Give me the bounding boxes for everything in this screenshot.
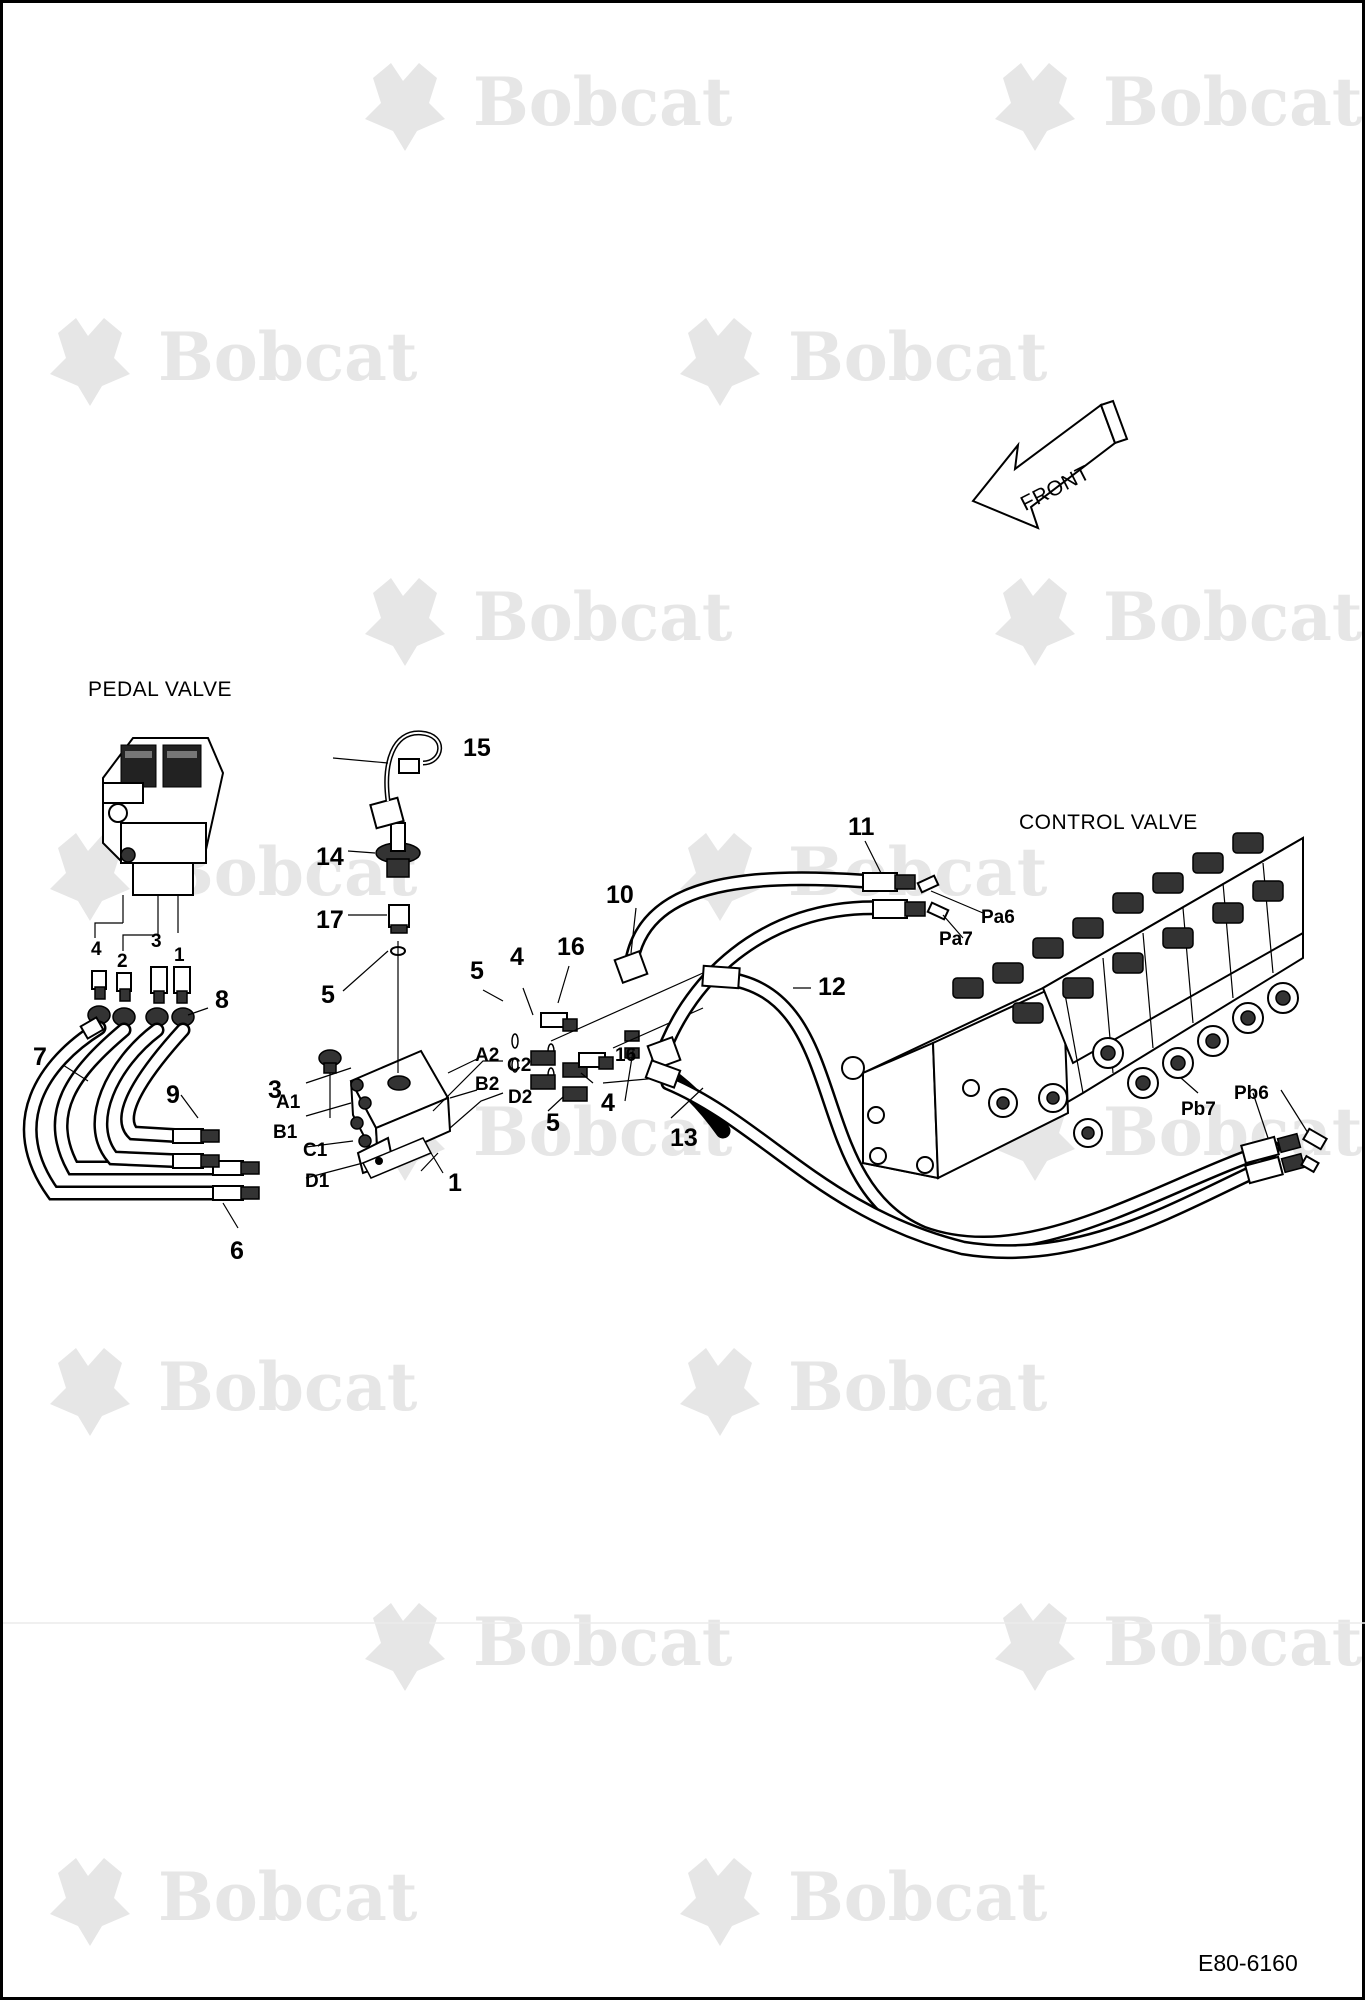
watermark-text: Bobcat [1103, 578, 1363, 656]
shuttle-valve-block [349, 1049, 452, 1179]
label-part-5-b: 5 [470, 957, 484, 985]
bobcat-logo-icon [995, 1603, 1075, 1691]
label-part-1: 1 [448, 1169, 462, 1197]
bobcat-logo-icon [50, 833, 130, 921]
label-part-16-mid: 16 [615, 1045, 636, 1066]
label-part-14: 14 [316, 843, 344, 871]
label-part-12: 12 [818, 973, 846, 1001]
pedal-port-fittings [87, 966, 195, 1027]
label-port-pa6: Pa6 [981, 907, 1015, 928]
bobcat-logo-icon [365, 63, 445, 151]
watermark-row-8b: Bobcat [680, 1858, 1048, 1946]
label-part-4-top: 4 [510, 943, 524, 971]
label-pedal-port-2: 2 [117, 951, 128, 972]
label-part-17: 17 [316, 906, 344, 934]
label-part-8: 8 [215, 986, 229, 1014]
bobcat-logo-icon [995, 63, 1075, 151]
watermark-row-1b: Bobcat [995, 63, 1363, 151]
watermark-row-3: Bobcat [365, 578, 733, 666]
pressure-switch-stack [369, 730, 443, 1073]
front-arrow-icon: FRONT [971, 399, 1129, 530]
port-labels: A1 B1 C1 D1 A2 B2 C2 D2 Pa6 Pa7 Pb6 Pb7 [273, 907, 1269, 1192]
label-port-pa7: Pa7 [939, 929, 973, 950]
label-part-10: 10 [606, 881, 634, 909]
watermark-row-2b: Bobcat [680, 318, 1048, 406]
watermark-text: Bobcat [1103, 63, 1363, 141]
watermark-text: Bobcat [158, 318, 418, 396]
pedal-hose-group [22, 1016, 260, 1201]
watermark-row-7b: Bobcat [995, 1603, 1363, 1691]
watermark-row-7: Bobcat [365, 1603, 733, 1691]
label-pedal-port-1: 1 [174, 945, 185, 966]
label-port-a2: A2 [475, 1045, 499, 1066]
label-part-15: 15 [463, 734, 491, 762]
label-part-11: 11 [848, 813, 875, 841]
control-valve-assembly [841, 832, 1304, 1180]
watermark-text: Bobcat [473, 578, 733, 656]
bobcat-logo-icon [995, 578, 1075, 666]
label-port-b1: B1 [273, 1122, 298, 1143]
long-hose-group [613, 871, 1329, 1260]
watermark-text: Bobcat [158, 1858, 418, 1936]
label-part-5-a: 5 [321, 981, 335, 1009]
bobcat-logo-icon [50, 318, 130, 406]
bobcat-logo-icon [680, 1348, 760, 1436]
label-port-d2: D2 [508, 1087, 532, 1108]
control-valve-top-ports [952, 832, 1284, 1024]
pedal-valve-caption: PEDAL VALVE [88, 678, 232, 701]
watermark-row-1: Bobcat [365, 63, 733, 151]
watermark-row-6: Bobcat [50, 1348, 418, 1436]
control-valve-spools [841, 982, 1299, 1174]
label-part-4-low: 4 [601, 1089, 615, 1117]
label-part-7: 7 [33, 1043, 47, 1071]
exploded-parts-diagram: Bobcat Bobcat Bobcat Bobcat Bobcat Bobca… [3, 63, 1365, 1976]
block-output-fittings [511, 972, 704, 1102]
watermark-row-6b: Bobcat [680, 1348, 1048, 1436]
label-pedal-port-3: 3 [151, 931, 162, 952]
label-part-9: 9 [166, 1081, 180, 1109]
bobcat-logo-icon [50, 1858, 130, 1946]
bobcat-logo-icon [365, 1603, 445, 1691]
label-port-d1: D1 [305, 1171, 330, 1192]
bobcat-logo-icon [680, 318, 760, 406]
watermark-text: Bobcat [788, 1348, 1048, 1426]
label-port-b2: B2 [475, 1074, 499, 1095]
label-part-13: 13 [670, 1124, 698, 1152]
watermark-text: Bobcat [788, 1858, 1048, 1936]
label-part-5-c: 5 [546, 1109, 560, 1137]
watermark-text: Bobcat [788, 318, 1048, 396]
watermark-text: Bobcat [473, 63, 733, 141]
watermark-row-3b: Bobcat [995, 578, 1363, 666]
label-port-c2: C2 [507, 1055, 531, 1076]
label-part-3: 3 [268, 1076, 282, 1104]
watermark-text: Bobcat [473, 1093, 733, 1171]
label-port-a1: A1 [276, 1092, 301, 1113]
watermark-row-2: Bobcat [50, 318, 418, 406]
control-valve-caption: CONTROL VALVE [1019, 811, 1198, 834]
bolt-part [318, 1049, 342, 1118]
bobcat-logo-icon [50, 1348, 130, 1436]
part-number-labels: 1 3 5 17 14 15 4 2 3 1 7 8 9 6 5 4 16 16… [33, 734, 875, 1265]
bobcat-logo-icon [680, 1858, 760, 1946]
leader-lines [62, 757, 1309, 1229]
label-pedal-port-4: 4 [91, 939, 102, 960]
label-port-pb6: Pb6 [1234, 1083, 1269, 1104]
bobcat-logo-icon [680, 833, 760, 921]
label-part-16-top: 16 [557, 933, 585, 961]
watermark-text: Bobcat [473, 1603, 733, 1681]
label-port-pb7: Pb7 [1181, 1099, 1216, 1120]
label-port-c1: C1 [303, 1140, 328, 1161]
label-part-6: 6 [230, 1237, 244, 1265]
watermark-text: Bobcat [158, 1348, 418, 1426]
watermark-row-8: Bobcat [50, 1858, 418, 1946]
drawing-code: E80-6160 [1198, 1950, 1298, 1976]
pedal-valve-assembly [94, 737, 225, 951]
watermark-text: Bobcat [1103, 1603, 1363, 1681]
bobcat-logo-icon [365, 578, 445, 666]
